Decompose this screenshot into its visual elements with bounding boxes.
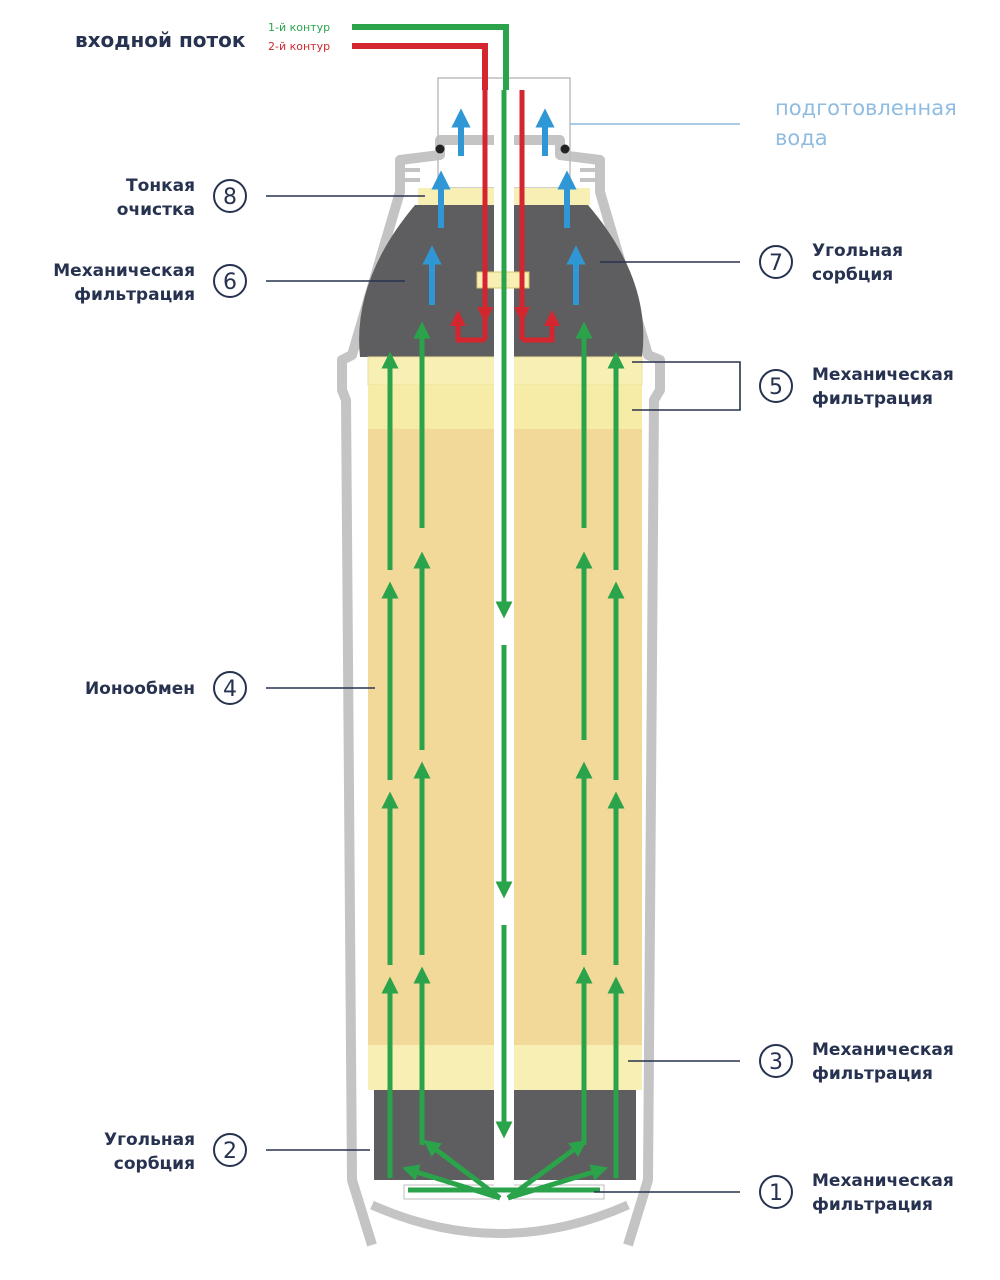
svg-text:фильтрация: фильтрация xyxy=(812,1195,933,1215)
circuit-2-inlet-pipe xyxy=(352,43,488,90)
stage-6-label: Механическая фильтрация 6 xyxy=(53,261,405,305)
stage-4-label: Ионообмен 4 xyxy=(85,671,375,705)
stage-3-number: 3 xyxy=(769,1050,783,1075)
inflow-title: входной поток xyxy=(75,28,246,52)
svg-text:фильтрация: фильтрация xyxy=(812,389,933,409)
stage-5-label: 5 Механическая фильтрация xyxy=(632,361,954,411)
svg-text:Тонкая: Тонкая xyxy=(126,176,195,196)
circuit-2-flow xyxy=(352,43,561,343)
stage-5-number: 5 xyxy=(769,375,783,400)
circuit-1-label: 1-й контур xyxy=(268,21,330,34)
stage-1-label: 1 Механическая фильтрация xyxy=(594,1171,954,1215)
stage-3-label: 3 Механическая фильтрация xyxy=(628,1040,954,1084)
inflow-label-group: входной поток 1-й контур 2-й контур xyxy=(75,21,330,53)
svg-text:Механическая: Механическая xyxy=(812,1040,954,1060)
circuit-1-flow xyxy=(352,24,625,1201)
svg-text:Механическая: Механическая xyxy=(812,365,954,385)
outflow-label-group: подготовленная вода xyxy=(570,96,957,150)
outflow-line-2: вода xyxy=(775,126,828,150)
stage-7-label: 7 Угольная сорбция xyxy=(600,241,903,285)
svg-text:Ионообмен: Ионообмен xyxy=(85,679,195,699)
stage-8-number: 8 xyxy=(223,185,237,210)
upward-flow-left xyxy=(381,321,431,1178)
svg-text:Механическая: Механическая xyxy=(53,261,195,281)
red-bend-right xyxy=(522,309,561,343)
svg-text:очистка: очистка xyxy=(117,200,195,220)
stage-8-label: Тонкая очистка 8 xyxy=(117,176,425,220)
svg-text:фильтрация: фильтрация xyxy=(812,1064,933,1084)
filter-layers xyxy=(359,85,644,1210)
stage-2-label: Угольная сорбция 2 xyxy=(104,1130,370,1174)
seal-dot-right xyxy=(560,144,570,154)
svg-text:Механическая: Механическая xyxy=(812,1171,954,1191)
bottom-distribution-arrows xyxy=(401,1139,609,1201)
svg-text:Угольная: Угольная xyxy=(812,241,903,261)
stage-1-number: 1 xyxy=(769,1181,783,1206)
stage-2-number: 2 xyxy=(223,1139,237,1164)
circuit-1-inlet-pipe xyxy=(352,24,509,90)
seal-dot-left xyxy=(435,144,445,154)
neck-threads xyxy=(396,168,604,182)
svg-text:Угольная: Угольная xyxy=(104,1130,195,1150)
outflow-line-1: подготовленная xyxy=(775,96,957,120)
stage-7-number: 7 xyxy=(769,251,783,276)
upward-flow-right xyxy=(575,321,625,1178)
bottom-dome xyxy=(370,1200,630,1238)
svg-text:сорбция: сорбция xyxy=(812,265,893,285)
red-bend-left xyxy=(449,309,485,343)
svg-text:фильтрация: фильтрация xyxy=(74,285,195,305)
circuit-2-label: 2-й контур xyxy=(268,40,330,53)
treated-water-flow xyxy=(422,108,586,305)
svg-text:сорбция: сорбция xyxy=(114,1154,195,1174)
stage-6-number: 6 xyxy=(223,270,237,295)
stage-4-number: 4 xyxy=(223,677,237,702)
